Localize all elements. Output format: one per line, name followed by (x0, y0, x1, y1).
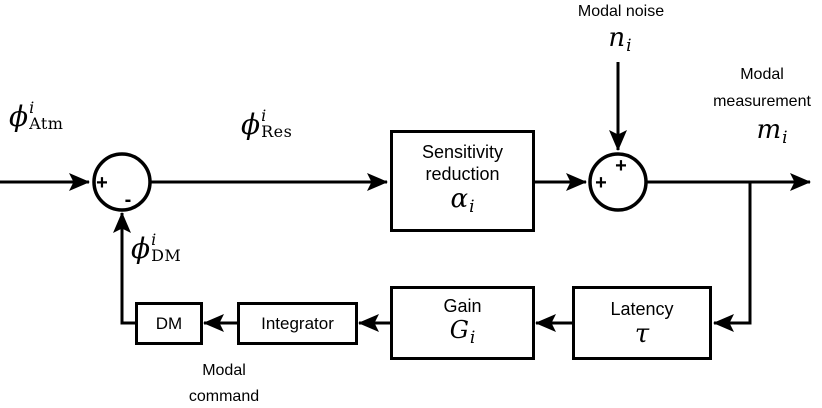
dm-phase-symbol: ϕ (131, 232, 151, 265)
sum1-minus-sign: - (124, 189, 132, 211)
modal-command-caption-line2: command (188, 388, 260, 405)
noise-symbol-subscript: i (626, 36, 632, 56)
dm-phase-subscript: DM (151, 246, 182, 265)
alpha-subscript: i (469, 196, 475, 217)
residual-phase-superscript: i (261, 106, 267, 125)
atm-phase-symbol: ϕ (9, 100, 29, 133)
modal-noise-symbol: ni (608, 24, 631, 61)
atm-phase-subscript: Atm (29, 114, 64, 133)
atm-phase-superscript: i (29, 98, 35, 117)
sum-junction-1 (92, 152, 152, 212)
sensitivity-symbol: αi (450, 183, 475, 222)
latency-block: Latency τ (572, 286, 712, 360)
measurement-symbol-subscript: i (782, 128, 788, 148)
noise-symbol-base: n (608, 23, 626, 53)
sensitivity-label-line2: reduction (425, 163, 500, 184)
residual-phase-symbol: ϕ (241, 108, 261, 141)
feedback-tap-arrow (713, 182, 752, 332)
sum2-plus-top-sign: + (615, 155, 627, 177)
dm-block: DM (135, 302, 203, 345)
gain-symbol: Gi (449, 315, 476, 352)
dm-label: DM (155, 314, 183, 333)
modal-measurement-caption: Modal measurement (713, 61, 811, 115)
sum2-plus-left-sign: + (595, 172, 607, 194)
gain-symbol-subscript: i (469, 327, 476, 348)
gain-block: Gain Gi (390, 286, 535, 360)
sum1-plus-sign: + (96, 172, 108, 194)
integrator-block: Integrator (237, 302, 358, 345)
sum-junction-2 (588, 152, 648, 212)
integrator-label: Integrator (261, 314, 334, 333)
modal-noise-caption: Modal noise (577, 3, 665, 20)
sensitivity-label-line1: Sensitivity (421, 141, 504, 162)
alpha-symbol: α (450, 183, 469, 214)
modal-measurement-caption-line2: measurement (713, 93, 811, 110)
dm-feedback-arrow (113, 212, 135, 325)
residual-phase-label: ϕ i Res (241, 107, 292, 143)
sensitivity-reduction-block: Sensitivity reduction αi (390, 130, 535, 232)
latency-label: Latency (610, 298, 674, 319)
modal-measurement-caption-line1: Modal (740, 66, 784, 83)
latency-symbol: τ (634, 318, 650, 349)
atm-phase-label: ϕ i Atm (9, 99, 63, 135)
dm-phase-superscript: i (151, 230, 157, 249)
gain-symbol-base: G (449, 315, 469, 344)
measurement-symbol-base: m (756, 115, 782, 145)
gain-label: Gain (443, 295, 482, 316)
dm-phase-label: ϕ i DM (131, 231, 181, 267)
modal-command-caption: Modal command (189, 358, 259, 408)
measurement-symbol: mi (756, 116, 787, 153)
modal-command-caption-line1: Modal (202, 362, 246, 379)
residual-phase-subscript: Res (261, 122, 293, 141)
